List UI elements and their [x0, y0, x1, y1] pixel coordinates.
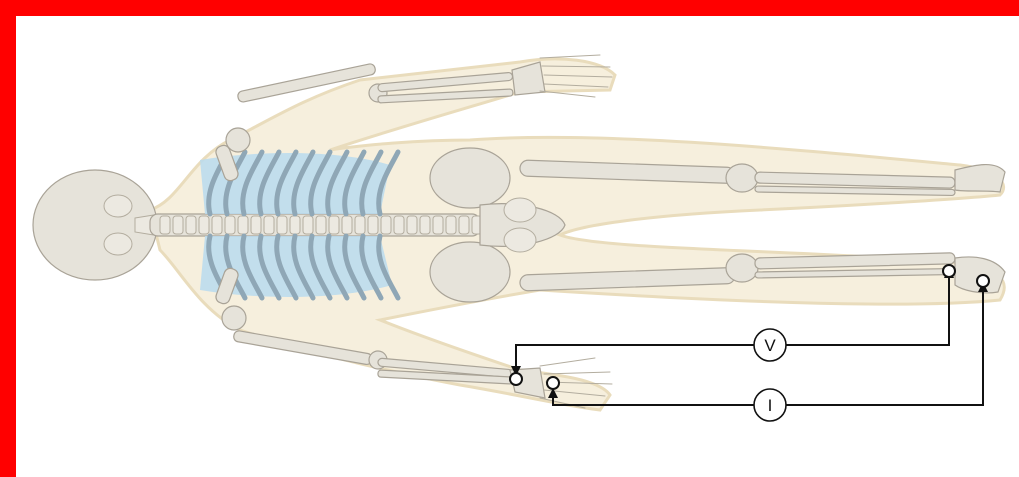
vertebra [459, 216, 469, 234]
electrode-current-foot [977, 275, 989, 287]
electrode-voltage-hand [510, 373, 522, 385]
voltage-wire-left [516, 345, 754, 372]
vertebra [290, 216, 300, 234]
vertebra [238, 216, 248, 234]
vertebra [355, 216, 365, 234]
vertebra [446, 216, 456, 234]
vertebra [186, 216, 196, 234]
skull [33, 170, 160, 280]
electrode-current-hand [547, 377, 559, 389]
frame-left-border [0, 0, 16, 477]
vertebra [277, 216, 287, 234]
current-wire [786, 290, 983, 405]
vertebra [225, 216, 235, 234]
vertebra [160, 216, 170, 234]
vertebra [433, 216, 443, 234]
vertebra [251, 216, 261, 234]
vertebra [212, 216, 222, 234]
vertebra [381, 216, 391, 234]
vertebra [303, 216, 313, 234]
ammeter: I [754, 389, 786, 421]
vertebra [368, 216, 378, 234]
voltmeter-label: V [764, 336, 776, 355]
vertebra [316, 216, 326, 234]
spine [150, 214, 482, 236]
voltmeter: V [754, 329, 786, 361]
vertebra [173, 216, 183, 234]
vertebra [394, 216, 404, 234]
vertebra [329, 216, 339, 234]
ammeter-label: I [768, 396, 773, 415]
vertebra [407, 216, 417, 234]
electrode-voltage-foot [943, 265, 955, 277]
vertebra [420, 216, 430, 234]
vertebra [199, 216, 209, 234]
frame-top-border [0, 0, 1019, 16]
vertebra [342, 216, 352, 234]
vertebra [264, 216, 274, 234]
